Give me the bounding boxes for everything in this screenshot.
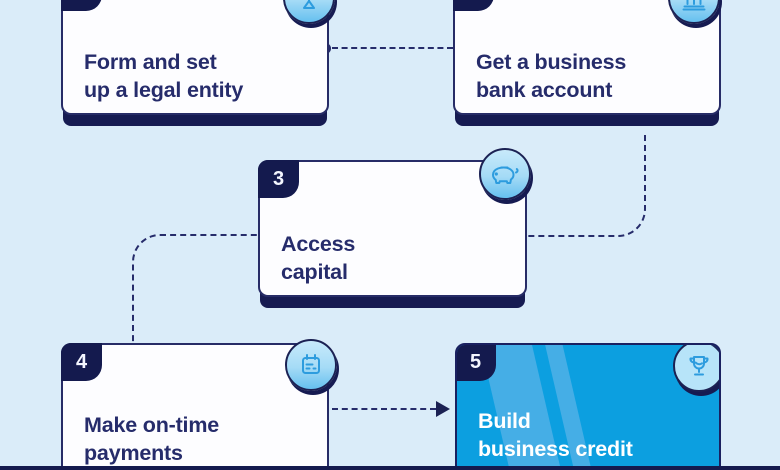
trophy-icon (673, 345, 719, 392)
bottom-edge-bar (0, 466, 780, 470)
step-number-4: 4 (61, 343, 102, 381)
step-card-4: 4 Make on-time payments (61, 339, 337, 470)
step-card-1: 1 Form and set up a legal entity (61, 0, 335, 115)
scales-icon (283, 0, 335, 24)
step-title-5: Build business credit (478, 409, 633, 461)
connector-2-3 (527, 133, 646, 237)
connector-3-4 (132, 234, 258, 343)
connector-4-5-line (332, 408, 436, 410)
step-card-2: 2 Get a business bank account (453, 0, 721, 115)
step-title-2: Get a business bank account (476, 50, 627, 102)
step-number-5: 5 (457, 345, 496, 381)
step-title-4: Make on-time payments (84, 413, 219, 465)
step-card-3: 3 Access capital (258, 148, 531, 297)
step-number-2: 2 (453, 0, 494, 11)
bank-icon (668, 0, 720, 24)
step-number-1: 1 (61, 0, 102, 11)
step-number-3: 3 (258, 160, 299, 198)
step-title-1: Form and set up a legal entity (84, 50, 244, 102)
arrowhead-icon (436, 401, 450, 417)
calendar-icon (285, 339, 337, 391)
step-card-5: 5 Build business credit (455, 343, 721, 470)
piggy-bank-icon (479, 148, 531, 200)
connector-1-2-line (332, 47, 453, 49)
step-title-3: Access capital (281, 232, 356, 284)
